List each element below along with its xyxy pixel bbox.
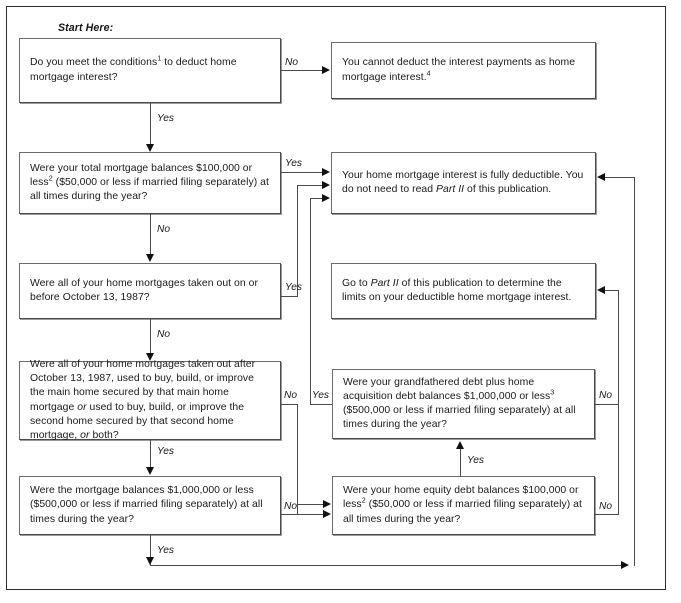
edge-q4-down-yes-arrowhead [146, 467, 154, 475]
node-result-go-part-ii-text: Go to Part II of this publication to det… [342, 277, 572, 303]
edge-q4-no-line-h1 [281, 404, 298, 405]
edge-return-arrowhead [597, 173, 605, 181]
edge-q4-yes-line-h-bottom [310, 404, 332, 405]
node-question-home-equity-debt-text: Were your home equity debt balances $100… [343, 485, 582, 525]
edge-q4-down-yes-line [150, 440, 151, 468]
node-question-mortgage-balances-1m-text: Were the mortgage balances $1,000,000 or… [30, 485, 263, 525]
node-question-home-equity-debt: Were your home equity debt balances $100… [332, 476, 595, 535]
node-question-after-1987-use-text: Were all of your home mortgages taken ou… [30, 358, 256, 441]
edge-q6-yes-line-v [150, 535, 151, 565]
node-question-mortgage-balances-1m: Were the mortgage balances $1,000,000 or… [19, 476, 281, 535]
edge-q5-no-line-h1 [595, 404, 618, 405]
edge-q4-yes-arrowhead [322, 194, 330, 202]
edge-q5-no-line-v [618, 290, 619, 405]
node-question-conditions: Do you meet the conditions1 to deduct ho… [19, 38, 281, 103]
edge-q3-yes-line-h2 [297, 185, 323, 186]
edge-q4-no-arrowhead [323, 500, 331, 508]
edge-q7-yes-line [460, 449, 461, 477]
node-result-cannot-deduct: You cannot deduct the interest payments … [331, 42, 596, 99]
edge-q1-no-line [281, 70, 323, 71]
edge-label-q4-yes-up: Yes [312, 390, 329, 401]
node-question-total-balances: Were your total mortgage balances $100,0… [19, 152, 281, 214]
edge-q3-yes-line-v [297, 185, 298, 297]
node-question-before-1987-text: Were all of your home mortgages taken ou… [30, 277, 258, 303]
edge-label-q4-no: No [284, 390, 298, 401]
edge-q2-no-arrowhead [146, 254, 154, 262]
edge-q3-no-arrowhead [146, 353, 154, 361]
node-question-total-balances-text: Were your total mortgage balances $100,0… [30, 162, 269, 203]
edge-return-line-v [634, 177, 635, 566]
edge-q3-yes-line-h1 [281, 296, 298, 297]
edge-q5-no-line-h2 [605, 290, 619, 291]
edge-q3-no-line [150, 319, 151, 354]
edge-q4-no-line-v [297, 404, 298, 504]
edge-label-q7-no: No [599, 501, 613, 512]
node-result-cannot-deduct-text: You cannot deduct the interest payments … [342, 57, 576, 83]
node-question-grandfathered-debt-text: Were your grandfathered debt plus home a… [343, 376, 576, 431]
edge-q1-yes-arrowhead [146, 144, 154, 152]
node-question-after-1987-use: Were all of your home mortgages taken ou… [19, 358, 281, 441]
figure-frame [6, 6, 666, 590]
edge-q2-no-line [150, 214, 151, 255]
node-result-fully-deductible: Your home mortgage interest is fully ded… [331, 152, 596, 214]
edge-q1-yes-line [150, 103, 151, 145]
node-question-before-1987: Were all of your home mortgages taken ou… [19, 263, 281, 319]
edge-label-q2-yes: Yes [285, 158, 302, 169]
edge-label-q7-yes-up: Yes [467, 455, 484, 466]
edge-q1-no-arrowhead [322, 66, 330, 74]
edge-label-q5-no: No [599, 390, 613, 401]
node-question-conditions-text: Do you meet the conditions1 to deduct ho… [30, 53, 237, 83]
node-question-grandfathered-debt: Were your grandfathered debt plus home a… [332, 369, 595, 439]
edge-q2-yes-line [281, 172, 323, 173]
edge-q6-yes-arrowhead-right [621, 561, 629, 569]
edge-q3-yes-arrowhead [322, 181, 330, 189]
edge-q7-yes-arrowhead [456, 441, 464, 449]
edge-q7-no-line-v [618, 404, 619, 515]
edge-return-line-h [605, 177, 635, 178]
edge-q2-yes-arrowhead [322, 168, 330, 176]
node-result-fully-deductible-text: Your home mortgage interest is fully ded… [342, 169, 584, 195]
edge-label-q3-no: No [157, 329, 171, 340]
edge-label-q1-yes: Yes [157, 113, 174, 124]
edge-label-q6-no: No [284, 501, 298, 512]
edge-label-q4-down-yes: Yes [157, 446, 174, 457]
start-here-label: Start Here: [58, 22, 114, 34]
edge-q5-no-arrowhead [597, 286, 605, 294]
edge-q6-no-line-h1 [281, 514, 298, 515]
edge-q6-no-line-h2 [297, 514, 323, 515]
edge-q4-yes-line-v [310, 198, 311, 404]
edge-q4-yes-line-h-top [310, 198, 323, 199]
edge-q6-no-line-v [297, 504, 298, 515]
edge-q6-yes-arrowhead-down [146, 557, 154, 565]
edge-q6-yes-line-h [150, 565, 626, 566]
edge-label-q1-no: No [285, 57, 299, 68]
edge-q4-no-line-h2 [297, 504, 323, 505]
edge-label-q2-no: No [157, 224, 171, 235]
edge-q7-no-line-h [595, 514, 618, 515]
edge-label-q3-yes: Yes [285, 282, 302, 293]
edge-q6-no-arrowhead [323, 510, 331, 518]
edge-label-q6-yes: Yes [157, 545, 174, 556]
node-result-go-part-ii: Go to Part II of this publication to det… [331, 263, 596, 319]
